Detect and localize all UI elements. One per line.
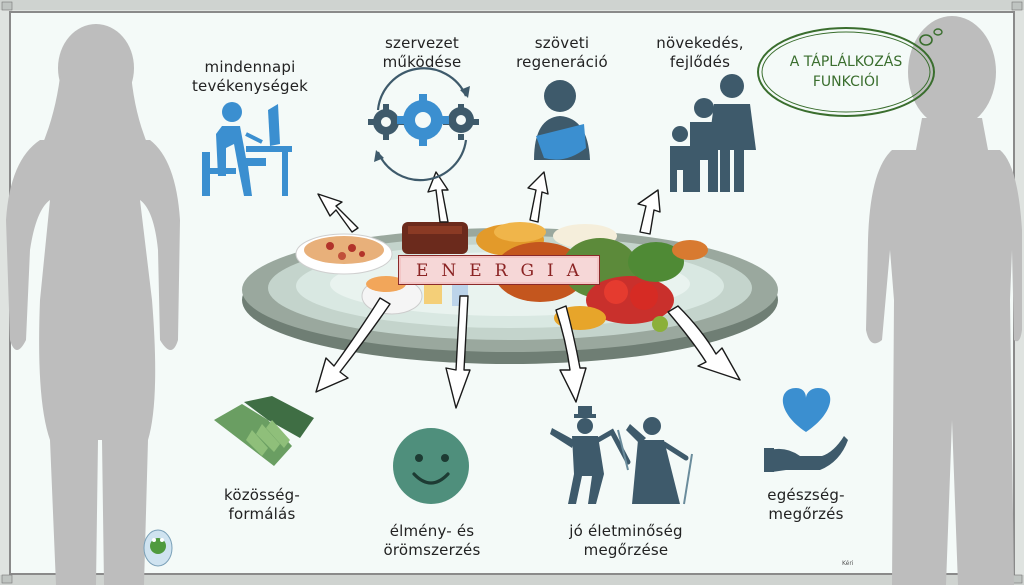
person-at-computer-icon (202, 102, 292, 196)
heart-in-hand-icon (764, 388, 848, 472)
woman-silhouette-icon (6, 24, 180, 585)
label-health-preservation: egészség- megőrzés (767, 486, 845, 523)
food-platter (295, 222, 708, 332)
title-line-1: A TÁPLÁLKOZÁS (789, 54, 903, 70)
handshake-icon (214, 396, 314, 466)
arrow-down-health (667, 305, 741, 381)
label-tissue-regeneration: szöveti regeneráció (516, 34, 608, 71)
frog-logo (143, 529, 173, 567)
arrow-up-organism (427, 171, 449, 223)
thought-bubble (757, 27, 943, 117)
gears-icon (368, 67, 479, 182)
diagram-title: A TÁPLÁLKOZÁS FUNKCIÓI (757, 28, 935, 116)
arrow-down-quality (555, 305, 587, 403)
smiley-icon (393, 428, 469, 504)
arrow-up-growth (637, 189, 661, 235)
arrow-up-tissue (527, 171, 549, 223)
label-growth-development: növekedés, fejlődés (656, 34, 744, 71)
person-with-sling-icon (534, 80, 590, 160)
credit-signature: Kéri (842, 560, 854, 567)
label-quality-of-life: jó életminőség megőrzése (569, 522, 683, 559)
family-icon (670, 74, 756, 192)
label-experience-joy: élmény- és örömszerzés (383, 522, 481, 559)
man-silhouette-icon (866, 16, 1022, 585)
label-daily-activities: mindennapi tevékenységek (191, 58, 309, 95)
label-community-building: közösség- formálás (224, 486, 300, 523)
energy-label: ENERGIA (398, 255, 600, 285)
title-line-2: FUNKCIÓI (812, 74, 880, 90)
arrow-down-experience (445, 295, 471, 409)
arrows (315, 171, 741, 409)
arrow-up-daily (317, 193, 359, 233)
dancing-elderly-couple-icon (550, 406, 693, 505)
arrow-down-community (315, 297, 391, 393)
label-organism-function: szervezet működése (382, 34, 462, 71)
